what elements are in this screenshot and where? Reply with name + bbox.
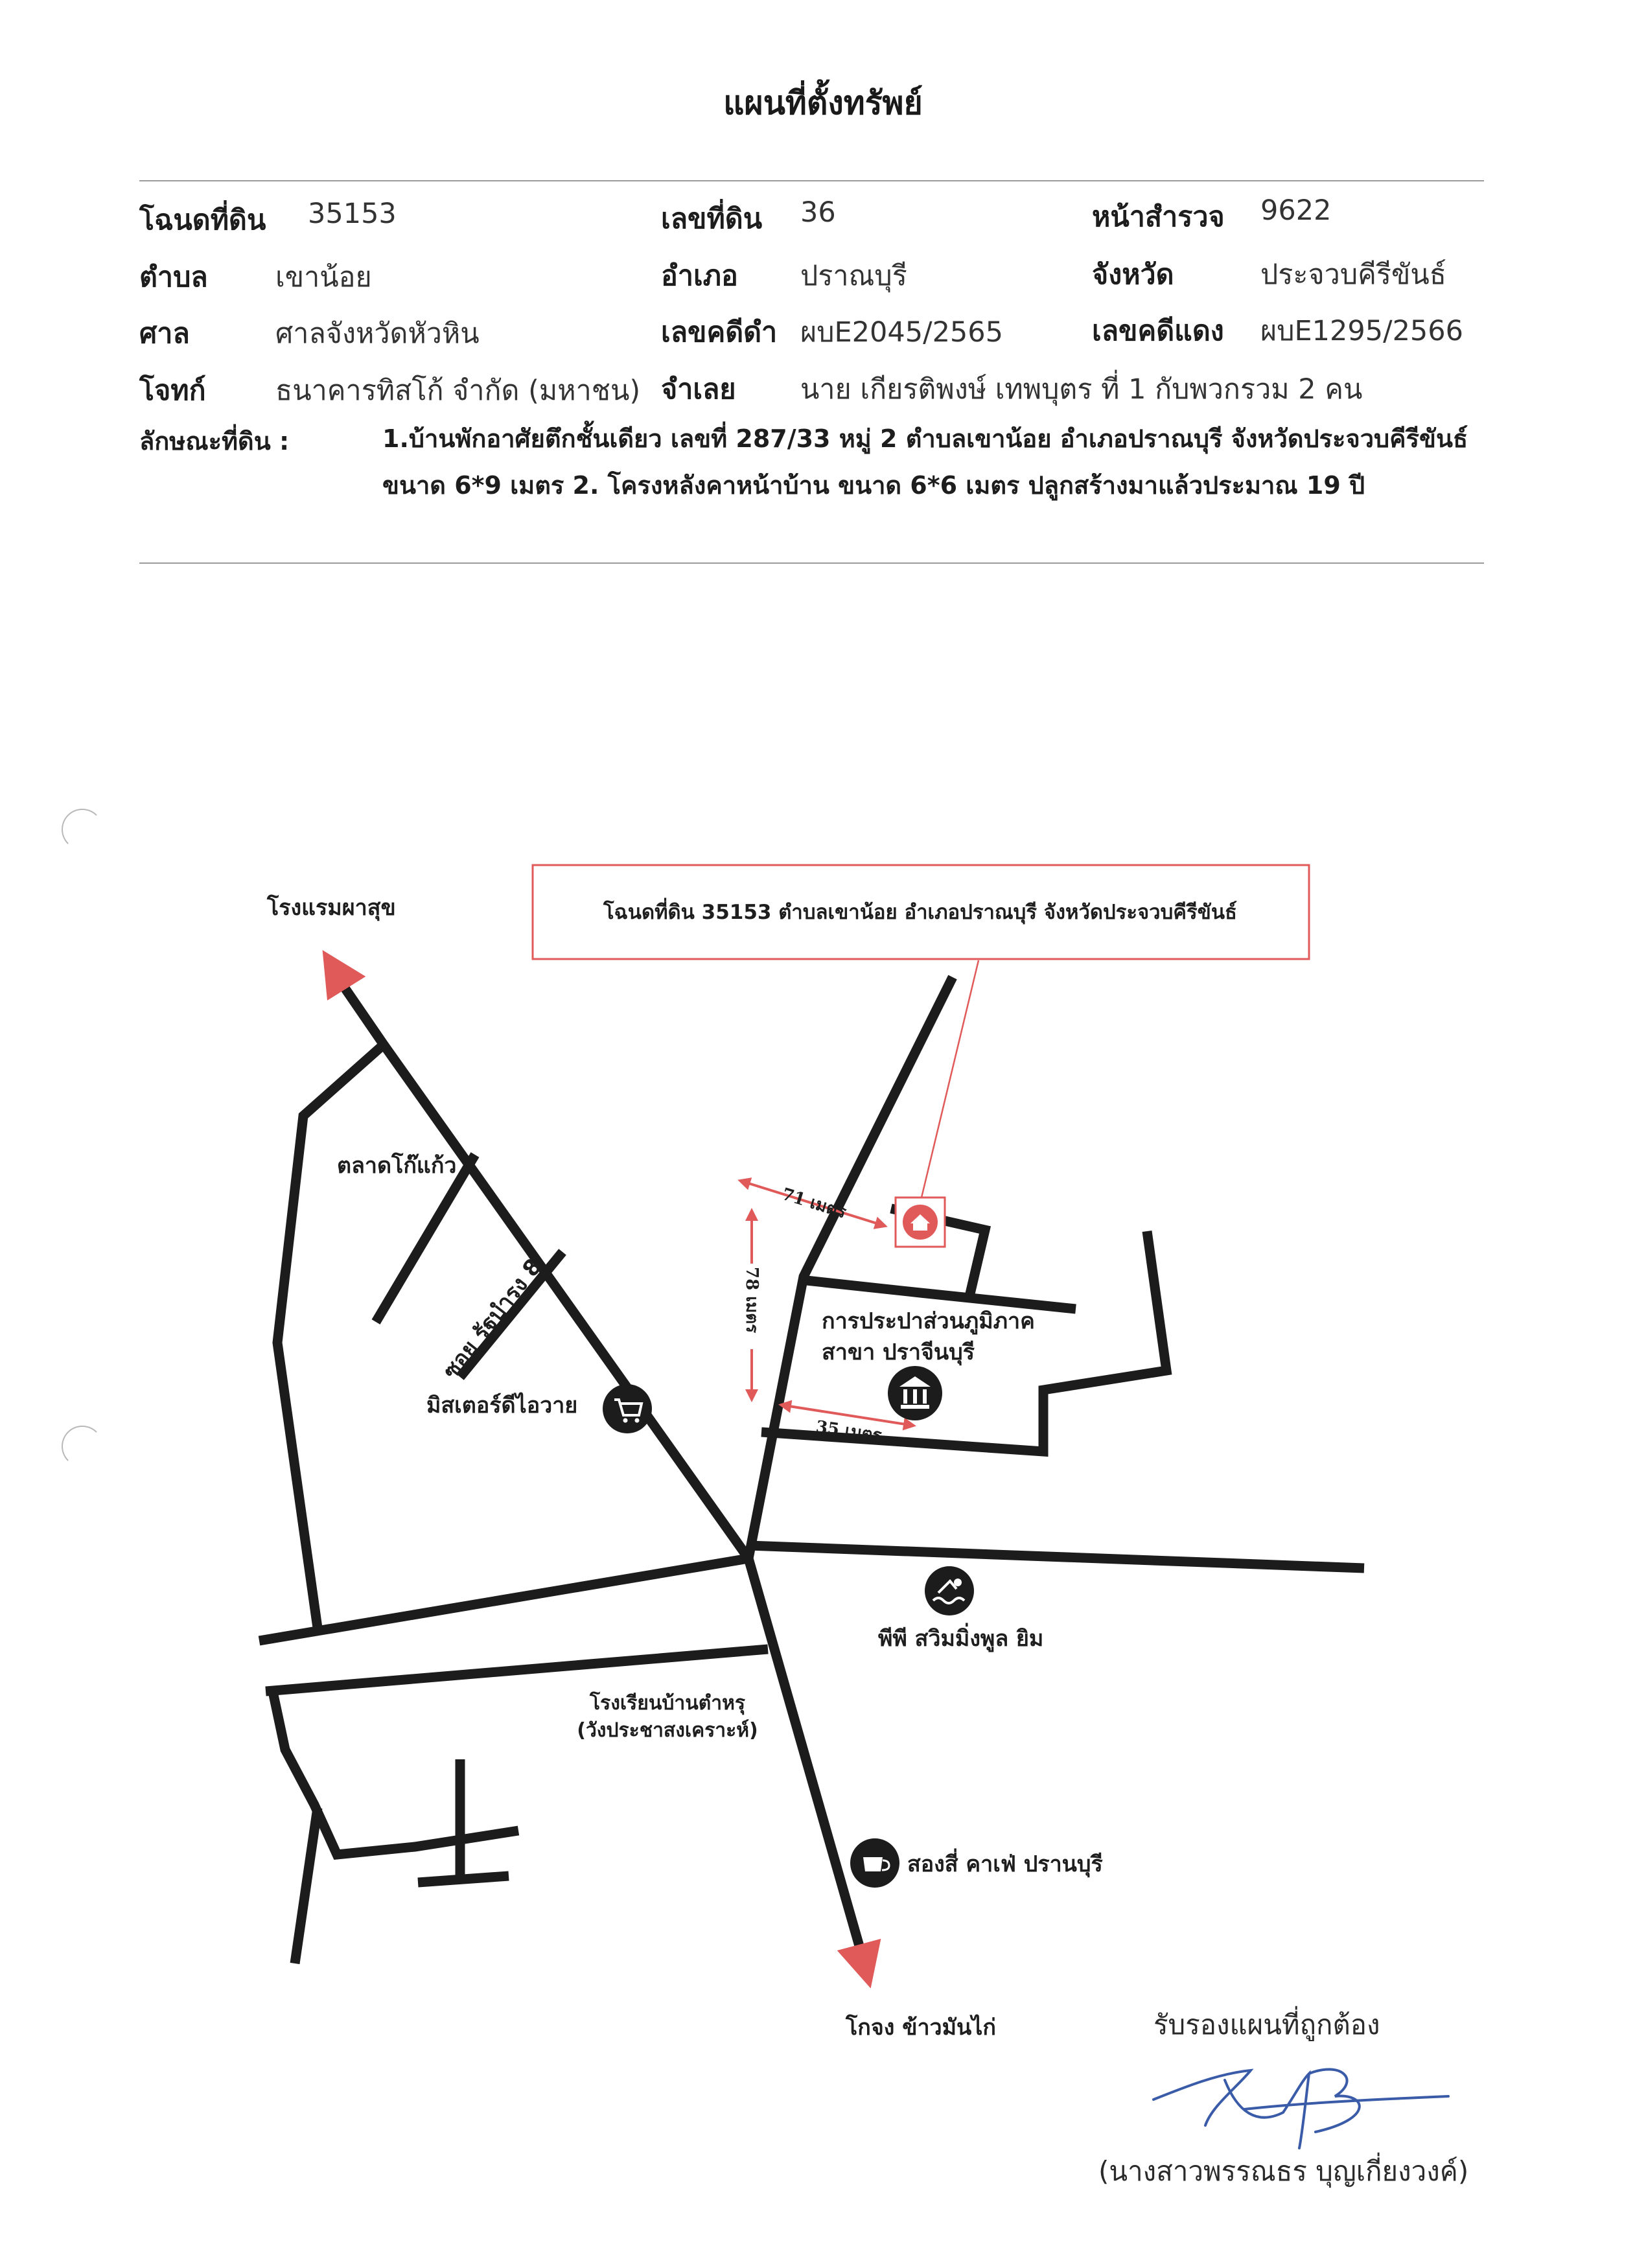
- plaintiff-label: โจทก์: [139, 375, 206, 407]
- north-arrow-icon: [322, 950, 366, 1001]
- court-label: ศาล: [139, 318, 190, 350]
- distance-35-line: [778, 1400, 916, 1431]
- handwritten-signature: [1152, 2068, 1450, 2149]
- red-case-value: ผบE1295/2566: [1260, 315, 1464, 347]
- deed-value: 35153: [308, 198, 397, 230]
- district-value: ปราณบุรี: [800, 260, 907, 292]
- swimmer-head: [954, 1579, 962, 1586]
- callout-pointer: [920, 960, 980, 1198]
- lower-left-lane: [267, 1687, 520, 1860]
- plaintiff-value: ธนาคารทิสโก้ จำกัด (มหาชน): [275, 375, 641, 407]
- land-no-value: 36: [800, 196, 836, 229]
- cafe-label: สองสี่ คาเฟ่ ปรานบุรี: [907, 1848, 1103, 1878]
- waterworks-north-edge: [800, 1275, 1076, 1314]
- distance-71-label: 71 เมตร: [780, 1185, 848, 1223]
- hotel-label: โรงแรมผาสุข: [266, 894, 396, 921]
- land-desc-label: ลักษณะที่ดิน :: [139, 427, 290, 456]
- lower-left-stub: [417, 1871, 509, 1888]
- soi-rat-bamrung-8: [456, 1249, 566, 1380]
- mister-diy-label: มิสเตอร์ดีไอวาย: [426, 1392, 577, 1418]
- signer-name: (นางสาวพรรณธร บุญเกี่ยงวงค์): [1098, 2155, 1469, 2187]
- lower-left-edge: [290, 1807, 323, 1965]
- punch-hole-mark: [62, 1426, 103, 1467]
- certify-text: รับรองแผนที่ถูกต้อง: [1153, 2009, 1380, 2041]
- black-case-label: เลขคดีดำ: [661, 316, 778, 349]
- school-label-line1: โรงเรียนบ้านตำหรุ: [589, 1691, 745, 1715]
- home-icon-glyph: [910, 1214, 930, 1231]
- land-no-label: เลขที่ดิน: [661, 203, 763, 235]
- land-desc-line2: ขนาด 6*9 เมตร 2. โครงหลังคาหน้าบ้าน ขนาด…: [382, 471, 1365, 500]
- school-label-line2: (วังประชาสงเคราะห์): [577, 1719, 758, 1742]
- punch-hole-mark: [62, 809, 103, 850]
- distance-78-label: 78 เมตร: [742, 1267, 761, 1333]
- distance-78-bg: [739, 1264, 766, 1349]
- west-road: [272, 1041, 387, 1629]
- swim-wave: [932, 1597, 966, 1604]
- red-case-label: เลขคดีแดง: [1092, 315, 1224, 347]
- survey-label: หน้าสำรวจ: [1092, 201, 1225, 233]
- coffee-cup-glyph: [863, 1857, 883, 1871]
- waterworks-label-line2: สาขา ปราจีนบุรี: [822, 1339, 975, 1366]
- subdistrict-label: ตำบล: [139, 261, 208, 294]
- main-road: [334, 975, 866, 1952]
- building-glyph: [899, 1376, 931, 1409]
- province-label: จังหวัด: [1092, 259, 1174, 291]
- survey-value: 9622: [1260, 194, 1332, 227]
- shopping-cart-icon: [603, 1384, 652, 1433]
- defendant-label: จำเลย: [661, 373, 736, 406]
- market-lane: [371, 1152, 480, 1325]
- deed-label: โฉนดที่ดิน: [139, 204, 266, 237]
- east-main-road: [748, 1540, 1365, 1573]
- swimming-icon: [925, 1566, 974, 1615]
- soi-label: ซอย รัฐบำรุง 8: [438, 1254, 549, 1385]
- road-network: [258, 975, 1365, 1965]
- coffee-cup-handle: [881, 1859, 890, 1871]
- signature-stroke: [1152, 2068, 1450, 2149]
- south-arrow-icon: [837, 1938, 881, 1989]
- defendant-value: นาย เกียรติพงษ์ เทพบุตร ที่ 1 กับพวกรวม …: [800, 373, 1363, 406]
- district-label: อำเภอ: [661, 260, 738, 292]
- cross-road-lower: [265, 1644, 769, 1696]
- black-case-value: ผบE2045/2565: [800, 316, 1004, 349]
- restaurant-label: โกจง ข้าวมันไก่: [845, 2014, 996, 2041]
- swimmer-body: [937, 1579, 958, 1594]
- shopping-cart-glyph: [614, 1398, 643, 1417]
- market-label: ตลาดโก๊แก้ว: [337, 1152, 457, 1179]
- distance-71-line: [737, 1177, 888, 1229]
- info-divider: [139, 562, 1484, 564]
- cross-road-upper: [258, 1553, 750, 1646]
- building-column: [923, 1389, 927, 1404]
- header-divider: [139, 180, 1484, 181]
- land-desc-line1: 1.บ้านพักอาศัยตึกชั้นเดียว เลขที่ 287/33…: [382, 424, 1468, 453]
- pool-label: พีพี สวิมมิ่งพูล ยิม: [878, 1623, 1043, 1652]
- cart-wheel: [623, 1418, 628, 1423]
- north-east-road: [743, 975, 957, 1560]
- province-value: ประจวบคีรีขันธ์: [1260, 259, 1447, 291]
- deed-callout-text: โฉนดที่ดิน 35153 ตำบลเขาน้อย อำเภอปราณบุ…: [603, 897, 1237, 925]
- waterworks-label-line1: การประปาส่วนภูมิภาค: [822, 1308, 1035, 1335]
- deed-callout-box: [531, 864, 1310, 960]
- waterworks-boundary: [761, 1230, 1172, 1457]
- building-column: [903, 1389, 907, 1404]
- page-title: แผนที่ตั้งทรัพย์: [723, 84, 923, 122]
- building-column: [913, 1389, 917, 1404]
- subdistrict-value: เขาน้อย: [275, 261, 372, 294]
- court-value: ศาลจังหวัดหัวหิน: [275, 318, 480, 350]
- cart-wheel: [634, 1418, 640, 1423]
